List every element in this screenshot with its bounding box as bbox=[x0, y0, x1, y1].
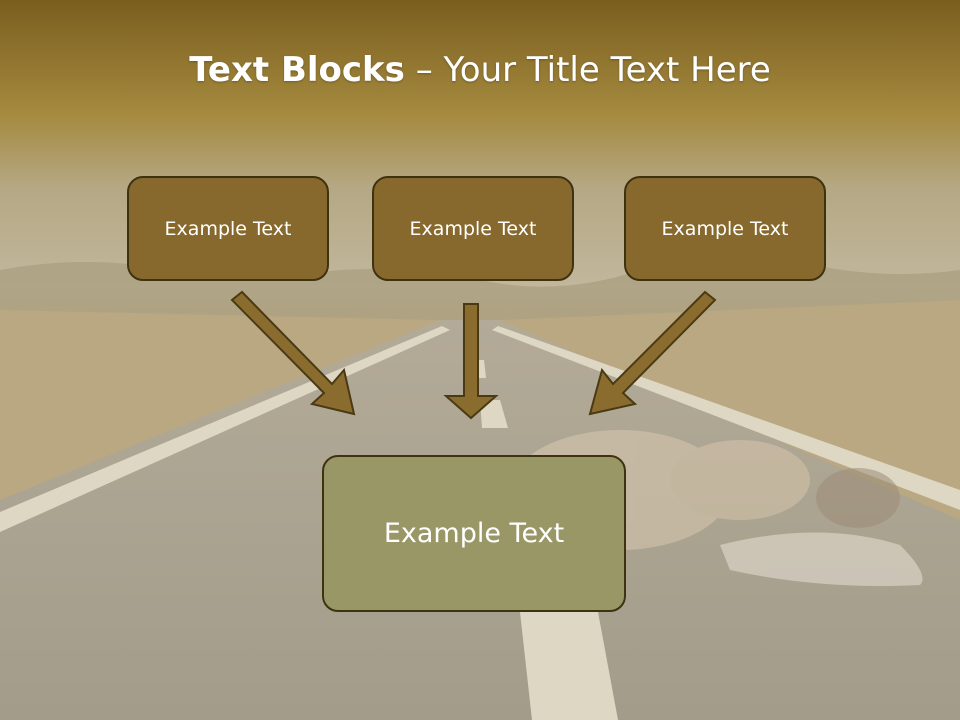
arrow-right-down-left bbox=[588, 290, 717, 416]
slide-title: Text Blocks – Your Title Text Here bbox=[0, 50, 960, 90]
text-block-bottom[interactable]: Example Text bbox=[322, 455, 626, 612]
arrow-down-center bbox=[443, 303, 499, 420]
text-block-right-label: Example Text bbox=[661, 217, 789, 240]
text-block-center[interactable]: Example Text bbox=[372, 176, 574, 281]
title-dash: – bbox=[404, 50, 444, 90]
text-block-left[interactable]: Example Text bbox=[127, 176, 329, 281]
center-dash-3 bbox=[520, 612, 618, 720]
text-block-right[interactable]: Example Text bbox=[624, 176, 826, 281]
center-dash-2 bbox=[480, 400, 508, 428]
title-bold: Text Blocks bbox=[189, 50, 405, 90]
title-rest: Your Title Text Here bbox=[443, 50, 771, 90]
text-block-left-label: Example Text bbox=[164, 217, 292, 240]
text-block-bottom-label: Example Text bbox=[383, 518, 565, 549]
text-block-center-label: Example Text bbox=[409, 217, 537, 240]
road-edge-right bbox=[492, 326, 960, 510]
field-left bbox=[0, 310, 440, 500]
arrow-left-down-right bbox=[230, 290, 356, 416]
